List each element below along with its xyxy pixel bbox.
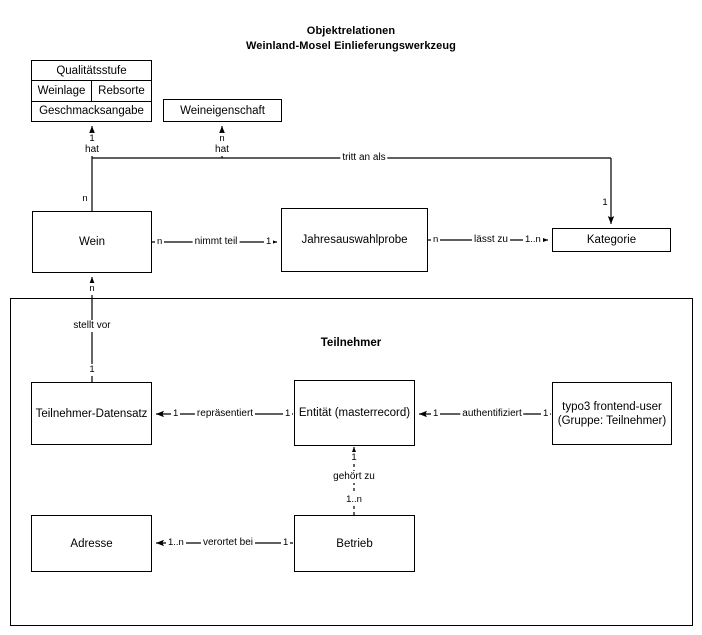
cardinality-wein-hat: n xyxy=(80,193,90,205)
typo3-user-line-1: typo3 frontend-user xyxy=(562,400,662,413)
cardinality-stellt-vor-bottom: 1 xyxy=(87,364,97,376)
cell-weinlage: Weinlage xyxy=(32,81,92,101)
relation-label-authentifiziert: authentifiziert xyxy=(460,408,524,420)
entity-jahresauswahlprobe[interactable]: Jahresauswahlprobe xyxy=(281,208,428,272)
entity-teilnehmer-datensatz[interactable]: Teilnehmer-Datensatz xyxy=(31,382,152,445)
cardinality-nimmt-teil-from: n xyxy=(155,236,165,248)
cardinality-stellt-vor-top: n xyxy=(87,283,97,295)
cardinality-repraesentiert-from: 1 xyxy=(283,408,293,420)
relation-label-repraesentiert: repräsentiert xyxy=(194,408,256,420)
title-line-2: Weinland-Mosel Einlieferungswerkzeug xyxy=(246,40,456,52)
page-title: Objektrelationen Weinland-Mosel Einliefe… xyxy=(0,24,702,54)
table-row: Geschmacksangabe xyxy=(32,102,151,121)
relation-label-gehoert-zu: gehört zu xyxy=(331,471,377,483)
cardinality-hat-right: n xyxy=(217,133,227,145)
relation-label-laesst-zu: lässt zu xyxy=(472,234,510,246)
entity-adresse[interactable]: Adresse xyxy=(31,515,152,572)
cardinality-gehoert-zu-bottom: 1..n xyxy=(344,494,364,506)
entity-kategorie[interactable]: Kategorie xyxy=(552,228,671,252)
cardinality-authentifiziert-to: 1 xyxy=(431,408,441,420)
cardinality-verortet-bei-to: 1 xyxy=(281,537,291,549)
table-row: Weinlage Rebsorte xyxy=(32,81,151,102)
cardinality-verortet-bei-from: 1..n xyxy=(166,537,186,549)
entity-wein[interactable]: Wein xyxy=(32,211,152,273)
relation-label-stellt-vor: stellt vor xyxy=(71,320,113,332)
entity-betrieb[interactable]: Betrieb xyxy=(294,515,415,572)
entity-entitaet-masterrecord[interactable]: Entität (masterrecord) xyxy=(294,380,415,446)
cardinality-laesst-zu-from: n xyxy=(431,234,441,246)
table-row: Qualitätsstufe xyxy=(32,61,151,82)
typo3-user-line-2: (Gruppe: Teilnehmer) xyxy=(557,414,667,427)
entity-weineigenschaft[interactable]: Weineigenschaft xyxy=(163,99,282,122)
relation-label-hat-right: hat xyxy=(213,144,231,156)
cardinality-gehoert-zu-top: 1 xyxy=(349,452,359,464)
relation-label-tritt-an-als: tritt an als xyxy=(340,152,388,164)
entity-qualitaetsstufe-table[interactable]: Qualitätsstufe Weinlage Rebsorte Geschma… xyxy=(31,60,152,122)
cardinality-authentifiziert-from: 1 xyxy=(541,408,551,420)
group-container-teilnehmer xyxy=(10,298,693,626)
cell-qualitaetsstufe: Qualitätsstufe xyxy=(56,64,127,77)
cardinality-repraesentiert-to: 1 xyxy=(171,408,181,420)
cell-rebsorte: Rebsorte xyxy=(98,84,145,97)
cardinality-nimmt-teil-to: 1 xyxy=(264,236,274,248)
cell-geschmacksangabe: Geschmacksangabe xyxy=(39,105,144,118)
relation-label-nimmt-teil: nimmt teil xyxy=(192,236,240,248)
cardinality-tritt-an-als: 1 xyxy=(600,197,610,209)
group-label-teilnehmer: Teilnehmer xyxy=(320,337,382,349)
relation-label-hat-left: hat xyxy=(83,144,101,156)
title-line-1: Objektrelationen xyxy=(306,25,396,37)
relation-label-verortet-bei: verortet bei xyxy=(200,537,256,549)
cardinality-laesst-zu-to: 1..n xyxy=(523,234,543,246)
cardinality-hat-left: 1 xyxy=(87,133,97,145)
entity-typo3-frontend-user[interactable]: typo3 frontend-user (Gruppe: Teilnehmer) xyxy=(552,382,672,445)
